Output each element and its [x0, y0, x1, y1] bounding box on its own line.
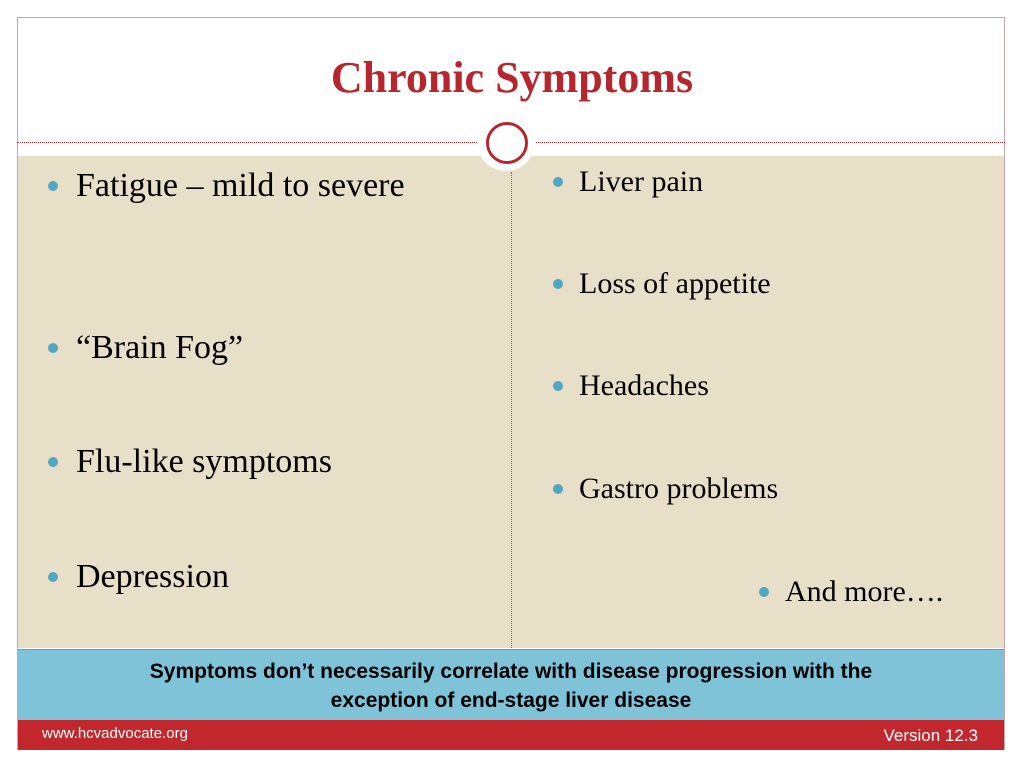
- list-item-text: Gastro problems: [579, 472, 779, 505]
- footer-version: Version 12.3: [883, 726, 978, 745]
- bullet-dot-icon: [48, 457, 58, 467]
- callout-line: exception of end-stage liver disease: [330, 689, 692, 712]
- callout-text: Symptoms don’t necessarily correlate wit…: [18, 657, 1004, 715]
- list-item: Depression: [48, 554, 468, 600]
- footer-url-link[interactable]: www.hcvadvocate.org: [42, 725, 188, 742]
- list-item: “Brain Fog”: [48, 325, 468, 371]
- list-item-text: Fatigue – mild to severe: [76, 167, 405, 204]
- list-item: Headaches: [553, 366, 709, 406]
- list-item: Gastro problems: [553, 469, 778, 509]
- bullet-dot-icon: [48, 343, 58, 353]
- bullet-dot-icon: [553, 177, 563, 187]
- list-item-text: Headaches: [579, 369, 709, 402]
- bullet-dot-icon: [48, 572, 58, 582]
- list-item-text: Depression: [76, 558, 229, 595]
- footer-bar: www.hcvadvocate.org Version 12.3: [18, 720, 1004, 750]
- list-item-text: “Brain Fog”: [76, 329, 244, 366]
- list-item-text: Flu-like symptoms: [76, 443, 332, 480]
- bullet-dot-icon: [759, 587, 769, 597]
- callout-banner: Symptoms don’t necessarily correlate wit…: [18, 649, 1004, 720]
- bullet-dot-icon: [553, 381, 563, 391]
- callout-line: Symptoms don’t necessarily correlate wit…: [149, 660, 873, 683]
- list-item: Liver pain: [553, 162, 703, 202]
- bullet-dot-icon: [48, 181, 58, 191]
- list-item: Loss of appetite: [553, 264, 771, 304]
- slide-title: Chronic Symptoms: [330, 53, 694, 102]
- list-item: Flu-like symptoms: [48, 439, 468, 485]
- list-item: And more….: [759, 572, 943, 612]
- bullet-dot-icon: [553, 279, 563, 289]
- list-item-text: Liver pain: [579, 165, 704, 198]
- list-item-text: And more….: [785, 575, 944, 608]
- bullet-dot-icon: [553, 484, 563, 494]
- column-divider: [511, 172, 512, 648]
- list-item: Fatigue – mild to severe: [48, 163, 468, 209]
- list-item-text: Loss of appetite: [579, 267, 771, 300]
- ring-icon: [486, 122, 528, 164]
